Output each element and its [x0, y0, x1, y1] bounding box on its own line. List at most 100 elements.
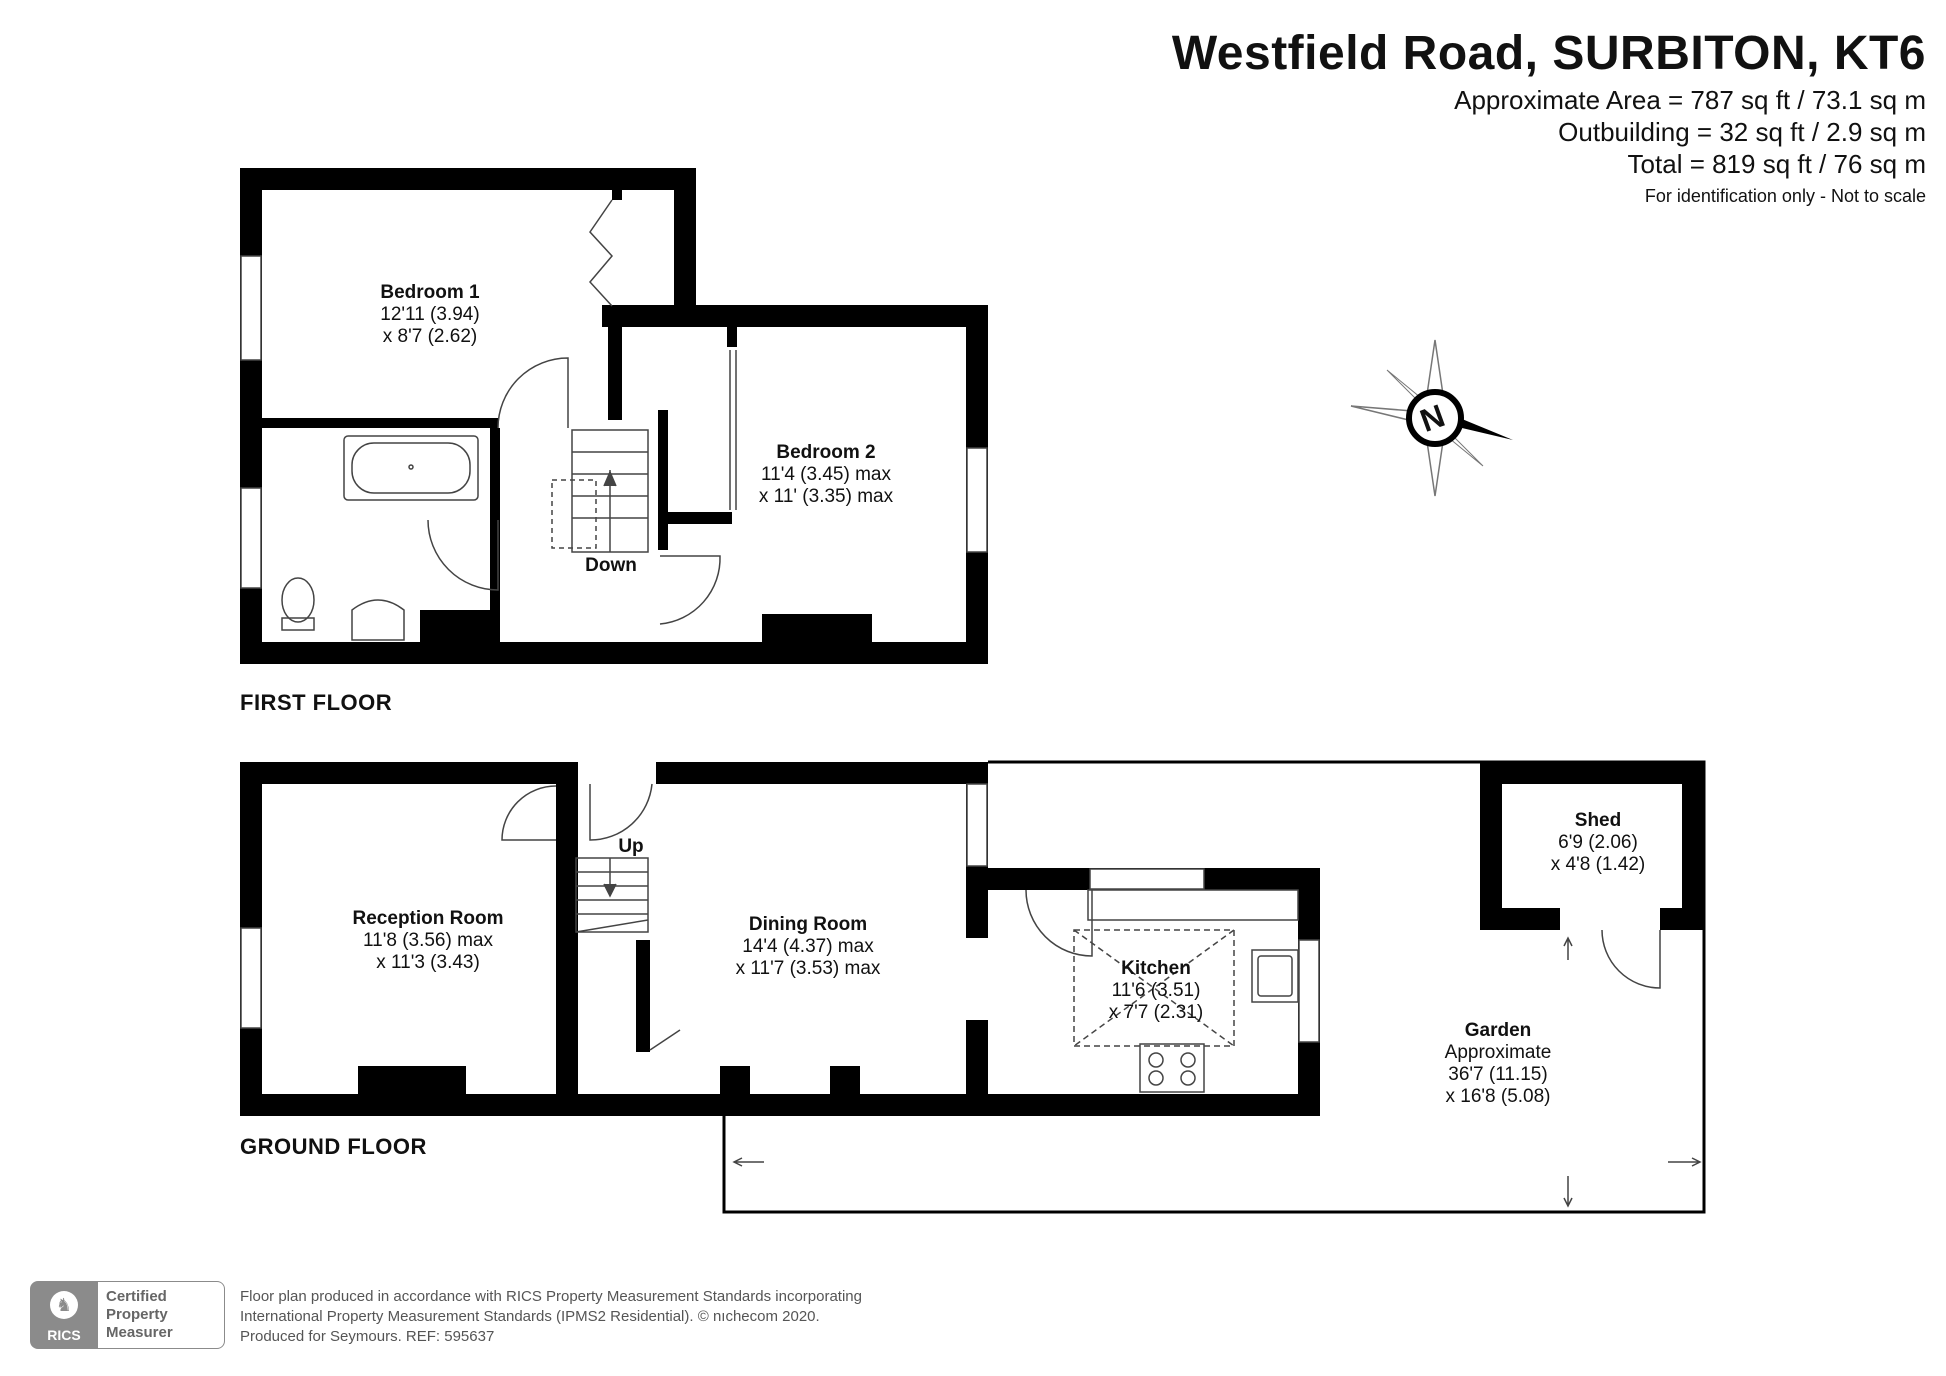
first-floor-plan — [240, 168, 988, 664]
garden-dim2: x 16'8 (5.08) — [1445, 1086, 1551, 1107]
bedroom2-dim2: x 11' (3.35) max — [758, 486, 894, 507]
hob-icon — [1139, 1043, 1205, 1093]
toilet-icon — [281, 577, 315, 623]
basin-icon — [351, 599, 405, 641]
reception-label: Reception Room 11'8 (3.56) max x 11'3 (3… — [353, 908, 504, 974]
dining-name: Dining Room — [748, 914, 868, 935]
bedroom1-name: Bedroom 1 — [380, 282, 480, 303]
approx-area: Approximate Area = 787 sq ft / 73.1 sq m — [1454, 85, 1926, 115]
ff-wall-left — [240, 168, 262, 664]
bed1-door-swing — [497, 357, 569, 429]
gf-wall-dining-right-bottom — [966, 1020, 988, 1116]
gf-window-kitchen-top — [1089, 868, 1205, 890]
garden-dim1: 36'7 (11.15) — [1448, 1064, 1548, 1085]
shed-door-swing — [1601, 929, 1661, 989]
compass-rose-icon — [1350, 339, 1513, 497]
ff-wall-step — [674, 168, 696, 327]
badge-line1: Certified — [106, 1288, 167, 1305]
ff-wall-bed1-bath — [240, 418, 498, 428]
kitchen-counter — [1087, 889, 1299, 921]
property-header: Westfield Road, SURBITON, KT6 Approximat… — [1172, 24, 1926, 212]
footer-line2: International Property Measurement Stand… — [240, 1308, 820, 1325]
gf-wall-top-mid — [656, 762, 988, 784]
dining-label: Dining Room 14'4 (4.37) max x 11'7 (3.53… — [736, 914, 881, 980]
ff-wall-bed2-inner — [658, 410, 668, 550]
garden-boundary — [722, 760, 1706, 1214]
rics-certified-badge: ♞ RICS Certified Property Measurer — [30, 1281, 226, 1349]
ff-wall-top-right — [602, 305, 988, 327]
gf-wall-bottom — [240, 1094, 1320, 1116]
reception-dim1: 11'8 (3.56) max — [362, 930, 494, 951]
bath-icon — [343, 435, 479, 501]
ff-wall-stub — [727, 327, 737, 347]
scale-note: For identification only - Not to scale — [1644, 186, 1926, 206]
gf-wall-rec-dining — [556, 762, 578, 1116]
ff-wall-bath-landing — [490, 428, 500, 642]
ff-window-bed2 — [966, 447, 988, 553]
first-floor-openings — [240, 255, 988, 589]
gf-stairs — [575, 857, 649, 933]
outbuilding-area: Outbuilding = 32 sq ft / 2.9 sq m — [1558, 117, 1926, 147]
garden-label: Garden Approximate 36'7 (11.15) x 16'8 (… — [1445, 1020, 1552, 1108]
ground-floor-fixtures — [501, 760, 1706, 1214]
rics-logo: ♞ RICS — [30, 1281, 98, 1349]
front-door-swing — [589, 783, 653, 841]
rics-emblem-icon: ♞ — [50, 1291, 78, 1319]
ff-wall-top-left — [240, 168, 696, 190]
bath-door-swing — [427, 519, 499, 591]
gf-chimney-rec — [358, 1066, 466, 1094]
first-floor-label: FIRST FLOOR — [240, 690, 393, 715]
shed-name: Shed — [1574, 810, 1622, 831]
ff-wall-bed2-closet — [658, 512, 732, 524]
bedroom2-label: Bedroom 2 11'4 (3.45) max x 11' (3.35) m… — [759, 442, 893, 508]
rics-org-label: RICS — [47, 1327, 81, 1343]
kitchen-label: Kitchen 11'6 (3.51) x 7'7 (2.31) — [1109, 958, 1203, 1024]
kitchen-door-swing — [1025, 889, 1093, 957]
footer-line3: Produced for Seymours. REF: 595637 — [240, 1328, 495, 1345]
ff-window-bath — [240, 487, 262, 589]
footer-disclaimer: Floor plan produced in accordance with R… — [240, 1287, 862, 1347]
bedroom2-name: Bedroom 2 — [776, 442, 876, 463]
stairs-down-label: Down — [585, 555, 637, 576]
garden-sub: Approximate — [1444, 1042, 1552, 1063]
shed-label: Shed 6'9 (2.06) x 4'8 (1.42) — [1551, 810, 1645, 876]
kitchen-sink-icon — [1251, 949, 1299, 1003]
ff-window-bed1 — [240, 255, 262, 361]
reception-name: Reception Room — [352, 908, 504, 929]
bedroom1-dim2: x 8'7 (2.62) — [382, 326, 478, 347]
ff-chimney-bed2 — [762, 614, 872, 642]
shed-dim1: 6'9 (2.06) — [1558, 832, 1638, 853]
shed-wall-left — [1480, 762, 1502, 930]
kitchen-dim2: x 7'7 (2.31) — [1108, 1002, 1204, 1023]
shed-wall-top — [1480, 762, 1704, 784]
bedroom1-dim1: 12'11 (3.94) — [380, 304, 480, 325]
bedroom1-label: Bedroom 1 12'11 (3.94) x 8'7 (2.62) — [380, 282, 479, 348]
ff-chimney-bath — [420, 610, 498, 642]
shed-wall-bottom-right — [1660, 908, 1704, 930]
reception-door-swing — [501, 785, 557, 841]
bed2-door-swing — [659, 555, 721, 625]
total-area: Total = 819 sq ft / 76 sq m — [1627, 149, 1926, 179]
footer-line1: Floor plan produced in accordance with R… — [240, 1288, 862, 1305]
ground-floor-label: GROUND FLOOR — [240, 1134, 427, 1159]
gf-window-reception — [240, 927, 262, 1029]
rics-badge-text: Certified Property Measurer — [98, 1281, 225, 1349]
dining-dim1: 14'4 (4.37) max — [742, 936, 874, 957]
first-floor-fixtures — [281, 199, 737, 641]
shed-dim2: x 4'8 (1.42) — [1550, 854, 1646, 875]
kitchen-name: Kitchen — [1121, 958, 1191, 979]
shed-wall-bottom-left — [1480, 908, 1560, 930]
ff-wall-stub2 — [612, 190, 622, 200]
kitchen-dim1: 11'6 (3.51) — [1111, 980, 1201, 1001]
gf-pier-1 — [720, 1066, 750, 1094]
gf-pier-2 — [830, 1066, 860, 1094]
gf-wall-stair-box — [636, 940, 650, 1052]
stairs-up-label: Up — [618, 836, 644, 857]
gf-window-kitchen-right — [1298, 939, 1320, 1043]
ground-floor-openings — [240, 783, 1320, 1043]
ff-wall-bed1-bed2 — [608, 305, 622, 420]
bedroom2-dim1: 11'4 (3.45) max — [760, 464, 891, 485]
reception-dim2: x 11'3 (3.43) — [376, 952, 480, 973]
badge-line3: Measurer — [106, 1324, 173, 1341]
